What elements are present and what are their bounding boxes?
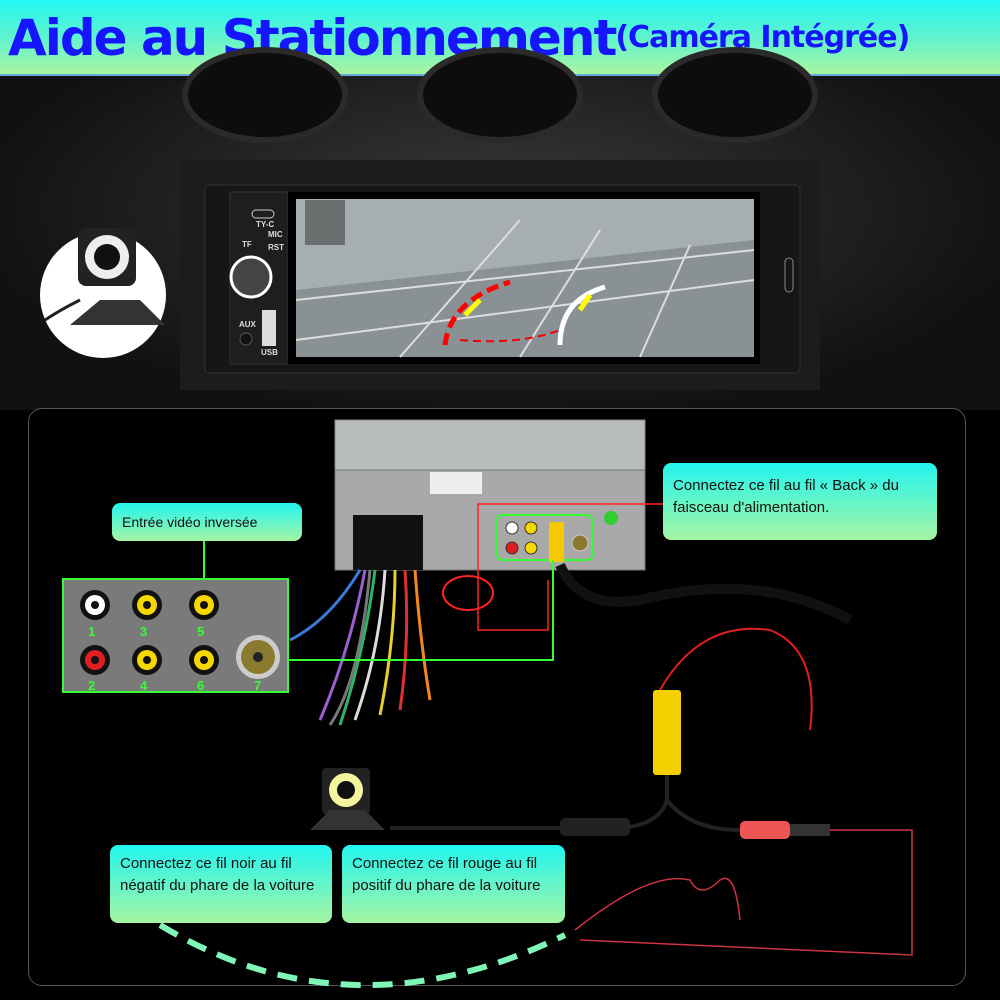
head-unit-back — [334, 419, 646, 571]
rca-port-5 — [189, 590, 219, 620]
aux-label: AUX — [239, 320, 256, 329]
port-number: 5 — [197, 624, 204, 639]
backup-camera-photo — [40, 228, 166, 358]
back-wire-pointer — [477, 503, 663, 631]
port-number: 4 — [140, 678, 148, 693]
port-number: 6 — [197, 678, 204, 693]
usb-label: USB — [261, 348, 278, 357]
callout-back-wire: Connectez ce fil au fil « Back » du fais… — [663, 463, 937, 540]
dashed-bracket — [158, 922, 567, 988]
callout-red-wire: Connectez ce fil rouge au fil positif du… — [342, 845, 565, 923]
usb-port — [262, 310, 276, 346]
page-subtitle: (Caméra Intégrée) — [615, 20, 910, 55]
tf-label: TF — [242, 240, 252, 249]
port-number: 1 — [88, 624, 95, 639]
aux-port — [239, 332, 253, 346]
port-number: 3 — [140, 624, 147, 639]
back-wire-circle — [442, 575, 494, 611]
rca-port-1 — [80, 590, 110, 620]
port-number: 2 — [88, 678, 95, 693]
rca-port-4 — [132, 645, 162, 675]
yellow-rca-plug — [653, 690, 681, 775]
rear-camera-screen — [295, 199, 755, 358]
rst-label: RST — [268, 243, 284, 252]
rca-port-2 — [80, 645, 110, 675]
mic-label: MIC — [268, 230, 283, 239]
camera-cable — [390, 562, 913, 956]
volume-knob — [229, 255, 273, 299]
rca-highlight-small — [496, 514, 593, 561]
usb-c-port — [251, 209, 275, 219]
car-radio-unit — [204, 184, 801, 374]
rca-port-7 — [236, 635, 280, 679]
backup-camera — [310, 768, 385, 830]
callout-black-wire: Connectez ce fil noir au fil négatif du … — [110, 845, 332, 923]
dashboard-gauges — [182, 47, 818, 143]
rca-port-3 — [132, 590, 162, 620]
rca-link-line — [288, 560, 554, 661]
red-power-plug — [740, 821, 790, 839]
port-number: 7 — [254, 678, 261, 693]
type-c-label: TY-C — [256, 220, 275, 229]
callout-reverse-video: Entrée vidéo inversée — [112, 503, 302, 541]
wiring-harness-connector — [353, 515, 423, 570]
rca-port-6 — [189, 645, 219, 675]
harness-wires — [289, 569, 432, 726]
